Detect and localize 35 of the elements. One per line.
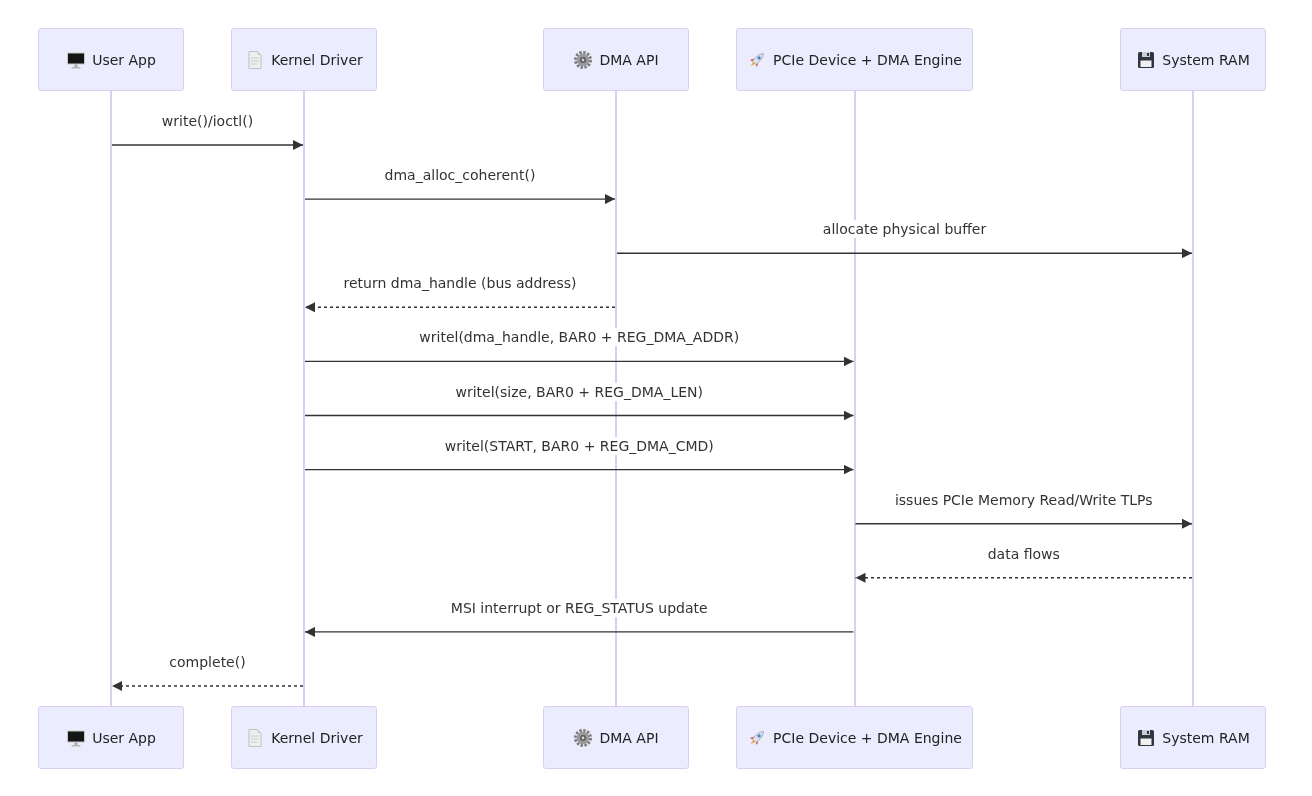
participant-box (231, 706, 377, 769)
message-arrow (304, 464, 855, 475)
message-arrow (304, 410, 855, 421)
message-arrow (304, 302, 616, 313)
message-arrow (304, 626, 855, 637)
participant-label: Kernel Driver (271, 728, 363, 747)
message-arrow (854, 572, 1193, 583)
participant-label: System RAM (1162, 50, 1250, 69)
participant-box (543, 28, 689, 91)
participant-label: DMA API (599, 50, 659, 69)
participant-box (38, 28, 184, 91)
lifeline (615, 91, 617, 706)
participant-box (1120, 706, 1266, 769)
message-arrow (111, 681, 304, 691)
message-arrow (854, 518, 1193, 529)
participant-label: User App (92, 50, 156, 69)
message-arrow (616, 248, 1193, 259)
participant-box (1120, 28, 1266, 91)
participant-label: DMA API (599, 728, 659, 747)
message-arrow (304, 194, 616, 205)
participant-label: PCIe Device + DMA Engine (773, 50, 962, 69)
participant-box (231, 28, 377, 91)
participant-box (543, 706, 689, 769)
message-arrow (304, 356, 855, 367)
message-arrow (111, 140, 304, 150)
lifeline (1192, 91, 1194, 706)
participant-label: User App (92, 728, 156, 747)
lifeline (303, 91, 305, 706)
participant-box (38, 706, 184, 769)
participant-label: Kernel Driver (271, 50, 363, 69)
participant-label: PCIe Device + DMA Engine (773, 728, 962, 747)
participant-box (736, 706, 973, 769)
participant-box (736, 28, 973, 91)
participant-label: System RAM (1162, 728, 1250, 747)
lifeline (110, 91, 112, 706)
